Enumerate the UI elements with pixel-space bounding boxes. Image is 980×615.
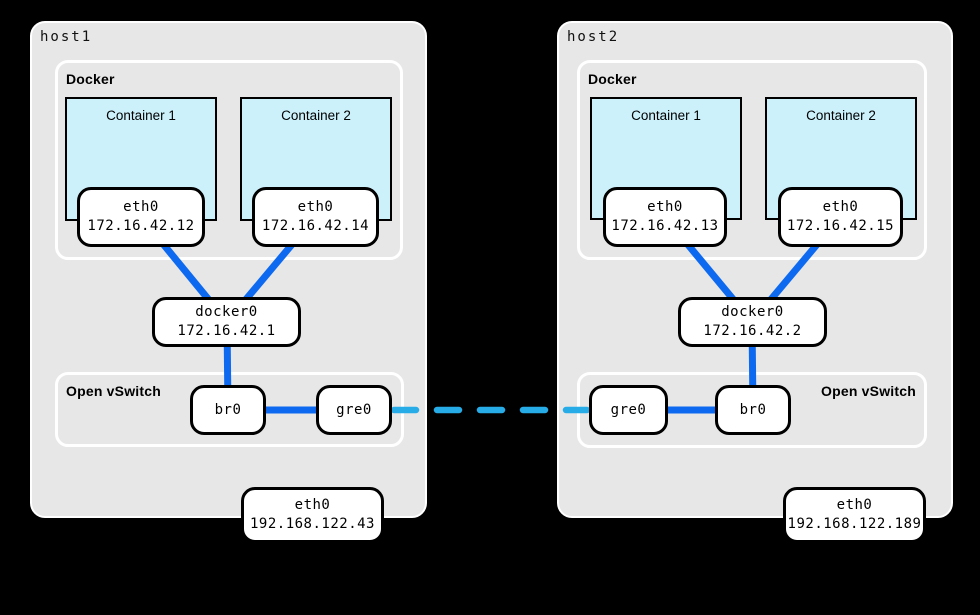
- bridge-name: docker0: [721, 304, 784, 320]
- host2-label: host2: [567, 29, 620, 45]
- host2-docker0-node: docker0 172.16.42.2: [678, 297, 827, 347]
- host2-container2-label: Container 2: [806, 108, 876, 123]
- host1-container1-eth0-node: eth0 172.16.42.12: [77, 187, 205, 247]
- bridge-name: docker0: [195, 304, 258, 320]
- ovs-bridge-name: br0: [739, 401, 767, 418]
- host1-container2-label: Container 2: [281, 108, 351, 123]
- iface-ip: 172.16.42.14: [261, 218, 370, 234]
- iface-name: eth0: [294, 497, 331, 513]
- iface-name: eth0: [647, 199, 683, 215]
- host1-eth0-node: eth0 192.168.122.43: [241, 487, 384, 543]
- iface-name: eth0: [123, 199, 159, 215]
- iface-ip: 172.16.42.15: [786, 218, 895, 234]
- host1-docker-label: Docker: [66, 71, 115, 87]
- host1-container1-label: Container 1: [106, 108, 176, 123]
- host2-container1-eth0-node: eth0 172.16.42.13: [603, 187, 727, 247]
- host1-label: host1: [40, 29, 93, 45]
- iface-name: eth0: [822, 199, 859, 215]
- gre-port-name: gre0: [336, 401, 372, 418]
- iface-name: eth0: [836, 497, 873, 513]
- host1-ovs-label: Open vSwitch: [66, 383, 161, 399]
- iface-name: eth0: [297, 199, 334, 215]
- host1-docker0-node: docker0 172.16.42.1: [152, 297, 301, 347]
- host2-container1-label: Container 1: [631, 108, 701, 123]
- ovs-bridge-name: br0: [214, 401, 242, 418]
- host1-br0-node: br0: [190, 385, 266, 435]
- host2-br0-node: br0: [715, 385, 791, 435]
- iface-ip: 192.168.122.189: [787, 516, 922, 532]
- bridge-ip: 172.16.42.1: [177, 323, 276, 339]
- iface-ip: 172.16.42.13: [611, 218, 719, 234]
- host2-docker-label: Docker: [588, 71, 637, 87]
- iface-ip: 172.16.42.12: [87, 218, 195, 234]
- gre-port-name: gre0: [610, 401, 647, 418]
- bridge-ip: 172.16.42.2: [703, 323, 802, 339]
- host1-container2-eth0-node: eth0 172.16.42.14: [252, 187, 379, 247]
- host1-gre0-node: gre0: [316, 385, 392, 435]
- host2-eth0-node: eth0 192.168.122.189: [783, 487, 926, 543]
- host2-container2-eth0-node: eth0 172.16.42.15: [778, 187, 903, 247]
- host2-ovs-label: Open vSwitch: [821, 383, 916, 399]
- iface-ip: 192.168.122.43: [249, 516, 375, 532]
- host2-gre0-node: gre0: [589, 385, 668, 435]
